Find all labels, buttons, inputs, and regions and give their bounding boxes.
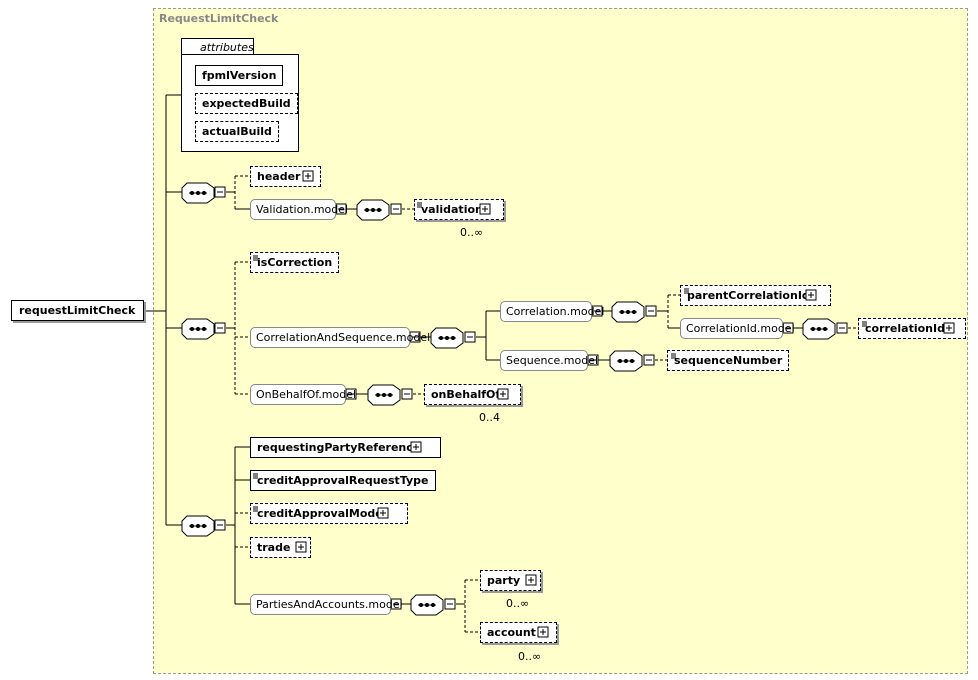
group-correlation-model[interactable]: Correlation.model xyxy=(500,301,604,322)
element-validation[interactable]: validation xyxy=(414,199,504,220)
group-correlationId-model[interactable]: CorrelationId.model xyxy=(680,318,795,339)
attributes-tab[interactable] xyxy=(181,38,254,55)
element-onBehalfOf[interactable]: onBehalfOf xyxy=(424,384,522,405)
attribute-fpmlVersion[interactable]: fpmlVersion xyxy=(195,65,284,86)
attributes-label: attributes xyxy=(200,41,254,54)
cardinality-validation: 0..∞ xyxy=(460,226,484,239)
attribute-actualBuild[interactable]: actualBuild xyxy=(195,121,279,142)
complex-type-title: RequestLimitCheck xyxy=(159,12,279,25)
element-account[interactable]: account xyxy=(480,622,557,643)
element-party[interactable]: party xyxy=(480,570,542,591)
element-isCorrection[interactable]: isCorrection xyxy=(250,252,340,273)
element-creditApprovalModel[interactable]: creditApprovalModel xyxy=(250,503,408,524)
element-creditApprovalRequestType[interactable]: creditApprovalRequestType xyxy=(250,470,436,491)
group-validation-model[interactable]: Validation.model xyxy=(250,199,348,220)
group-correlation-and-sequence-model[interactable]: CorrelationAndSequence.model xyxy=(250,327,430,348)
group-onBehalfOf-model[interactable]: OnBehalfOf.model xyxy=(250,384,356,405)
attribute-expectedBuild[interactable]: expectedBuild xyxy=(195,93,298,114)
cardinality-party: 0..∞ xyxy=(506,597,530,610)
element-requestingPartyReference[interactable]: requestingPartyReference xyxy=(250,437,442,458)
cardinality-account: 0..∞ xyxy=(518,650,542,663)
element-correlationId[interactable]: correlationId xyxy=(858,318,966,339)
group-sequence-model[interactable]: Sequence.model xyxy=(500,350,598,371)
element-parentCorrelationId[interactable]: parentCorrelationId xyxy=(680,285,831,306)
element-header[interactable]: header xyxy=(250,166,322,187)
cardinality-onBehalfOf: 0..4 xyxy=(479,411,500,424)
root-element[interactable]: requestLimitCheck xyxy=(11,300,144,321)
element-trade[interactable]: trade xyxy=(250,537,312,558)
group-parties-and-accounts-model[interactable]: PartiesAndAccounts.model xyxy=(250,594,403,615)
element-sequenceNumber[interactable]: sequenceNumber xyxy=(667,350,790,371)
